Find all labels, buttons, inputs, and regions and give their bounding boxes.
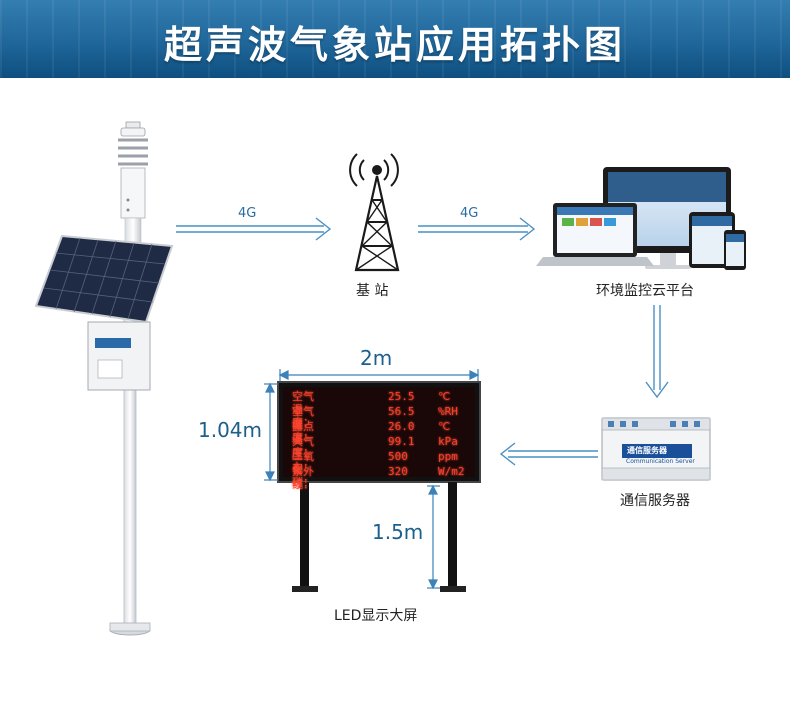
- dimension-width: [278, 369, 480, 381]
- link-label-4g-2: 4G: [460, 206, 479, 221]
- led-row-unit: %RH: [438, 405, 458, 418]
- link-label-4g-1: 4G: [238, 206, 257, 221]
- led-row-unit: ℃: [438, 420, 451, 433]
- server-sub-text: Communication Server: [626, 458, 695, 465]
- weather-station: [34, 121, 174, 636]
- comm-server-icon: [601, 417, 711, 481]
- led-row-value: 99.1: [388, 435, 415, 448]
- arrow-cloud-to-server: [645, 305, 669, 399]
- dimension-pole-height-label: 1.5m: [372, 520, 424, 544]
- dimension-width-label: 2m: [360, 346, 393, 370]
- cloud-platform-label: 环境监控云平台: [596, 283, 694, 299]
- server-brand-text: 通信服务器: [627, 446, 667, 455]
- arrow-station-to-tower: [176, 217, 332, 241]
- dimension-height: [264, 382, 278, 482]
- led-row-value: 56.5: [388, 405, 415, 418]
- dimension-pole-height: [427, 484, 440, 590]
- led-row-label: 紫外线：: [292, 465, 314, 491]
- led-screen-device: [277, 381, 481, 592]
- led-row-label: 空气湿度：: [292, 405, 314, 444]
- led-row-label: 露点温度：: [292, 420, 314, 459]
- cell-tower-icon: [349, 153, 400, 272]
- page-title: 超声波气象站应用拓扑图: [163, 23, 626, 67]
- monitoring-devices-icon: [536, 167, 746, 270]
- led-row-value: 320: [388, 465, 408, 478]
- led-row-label: 空气温度：: [292, 390, 314, 429]
- led-row-unit: kPa: [438, 435, 458, 448]
- led-row-value: 500: [388, 450, 408, 463]
- led-row-value: 25.5: [388, 390, 415, 403]
- solar-panel-icon: [34, 234, 174, 324]
- led-row-label: 大气压力：: [292, 435, 314, 474]
- arrow-tower-to-cloud: [418, 217, 536, 241]
- led-row-unit: ppm: [438, 450, 458, 463]
- control-box-icon: [87, 321, 151, 391]
- title-banner: 超声波气象站应用拓扑图: [0, 0, 790, 78]
- dimension-height-label: 1.04m: [198, 418, 263, 442]
- led-row-value: 26.0: [388, 420, 415, 433]
- arrow-server-to-led: [499, 442, 598, 466]
- led-screen-label: LED显示大屏: [334, 608, 418, 624]
- comm-server-label: 通信服务器: [620, 493, 690, 509]
- led-row-unit: ℃: [438, 390, 451, 403]
- led-row-unit: W/m2: [438, 465, 465, 478]
- base-station-label: 基 站: [356, 283, 389, 299]
- led-display-panel: 空气温度： 25.5 ℃ 空气湿度： 56.5 %RH 露点温度： 26.0 ℃…: [286, 389, 472, 491]
- led-row-label: 二氧化碳：: [292, 450, 314, 489]
